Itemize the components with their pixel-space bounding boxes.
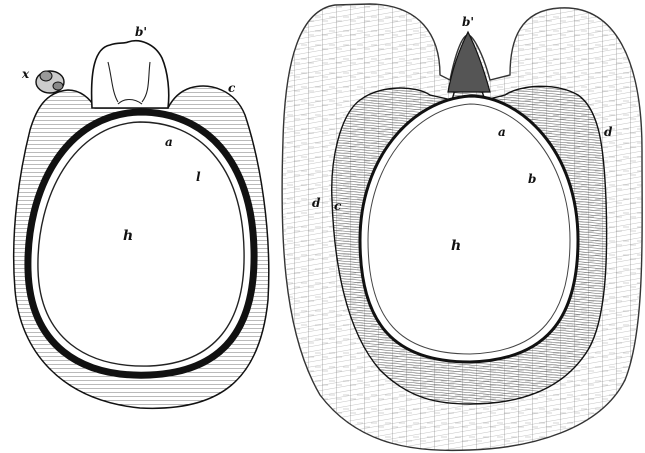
left-blob-x: [36, 71, 64, 93]
right-label-a: a: [498, 125, 506, 139]
right-label-d-left: d: [312, 196, 321, 210]
right-figure: [282, 4, 642, 450]
left-label-h: h: [123, 228, 133, 244]
right-label-b: b: [528, 172, 536, 186]
right-label-b-prime: b': [462, 15, 474, 29]
right-label-h: h: [451, 238, 461, 254]
right-label-c: c: [334, 199, 342, 213]
left-figure: [14, 41, 269, 409]
left-label-b-prime: b': [135, 25, 147, 39]
left-label-l: l: [196, 170, 201, 184]
left-label-c: c: [228, 81, 236, 95]
left-label-x: x: [21, 67, 30, 81]
right-label-d-right: d: [604, 125, 613, 139]
left-neural-groove: [92, 41, 169, 108]
left-label-a: a: [165, 135, 173, 149]
